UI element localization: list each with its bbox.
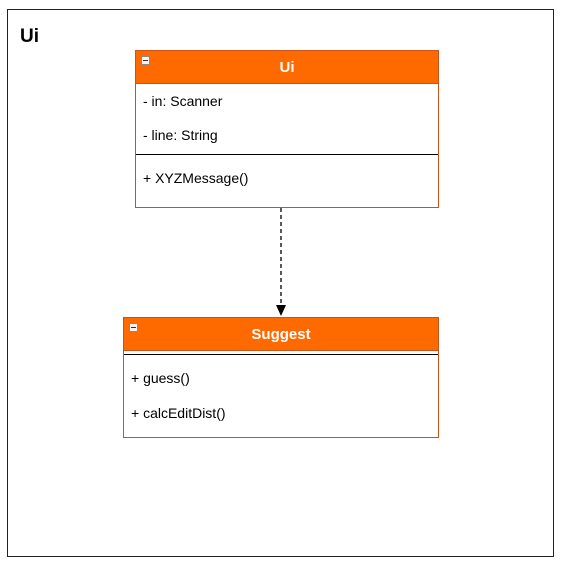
class-suggest-method: + calcEditDist() [131, 405, 226, 421]
package-title: Ui [20, 26, 39, 47]
class-ui-divider [136, 154, 438, 155]
collapse-icon[interactable] [129, 323, 138, 332]
class-ui-header[interactable]: Ui [136, 51, 438, 84]
class-suggest-header[interactable]: Suggest [124, 318, 438, 351]
class-ui-name: Ui [279, 59, 295, 76]
class-suggest-divider [124, 354, 438, 355]
arrowhead-icon [276, 305, 286, 316]
class-suggest-name: Suggest [251, 326, 311, 343]
class-suggest-method: + guess() [131, 370, 190, 386]
class-suggest[interactable]: Suggest + guess() + calcEditDist() [123, 317, 439, 438]
class-ui-attribute: - in: Scanner [143, 93, 223, 109]
collapse-icon[interactable] [141, 56, 150, 65]
class-ui-method: + XYZMessage() [143, 170, 249, 186]
class-ui[interactable]: Ui - in: Scanner - line: String + XYZMes… [135, 50, 439, 208]
class-ui-attribute: - line: String [143, 127, 218, 143]
